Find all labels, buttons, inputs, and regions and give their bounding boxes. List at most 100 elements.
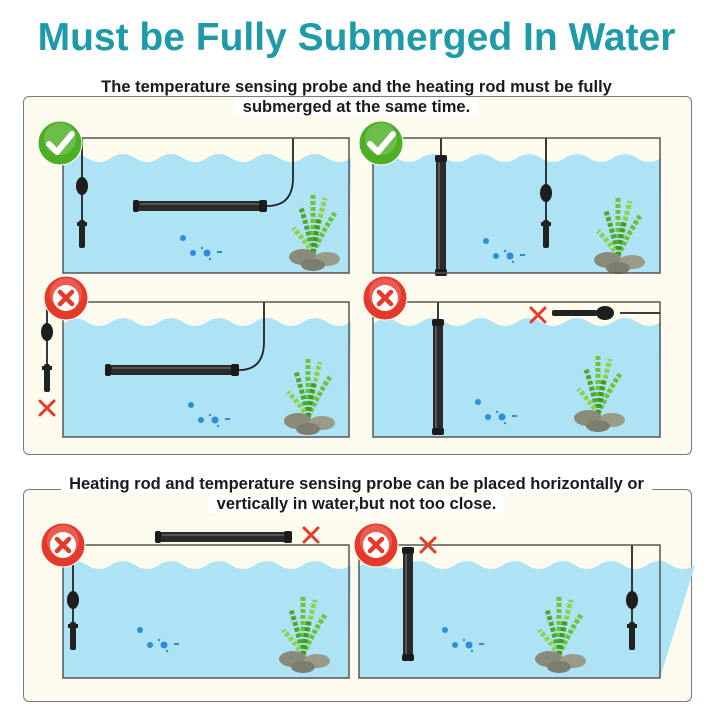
tank-graphic [293,371,311,418]
heating-rod-vertical [402,547,414,661]
tank-graphic [436,158,446,273]
caption-line-1: Heating rod and temperature sensing prob… [61,475,652,493]
tank-graphic [629,622,635,650]
tank-graphic [133,200,139,212]
tank-graphic [583,368,601,415]
caption-line-1: The temperature sensing probe and the he… [93,78,620,96]
tank-graphic [225,418,230,420]
tank-graphic [372,137,661,276]
tank-graphic [405,554,407,654]
temperature-probe [626,545,638,650]
tank-graphic [595,372,623,416]
tank-graphic [403,550,413,658]
water [373,318,661,437]
tank-graphic [358,544,661,679]
bubbles [475,399,517,425]
caption-row-2: vertically in water,but not too close. [0,494,713,514]
tank-graphic [62,137,350,274]
tank-graphic [541,222,551,226]
aquarium-plant [279,595,330,673]
bubbles [137,627,179,653]
x-circle-icon [362,275,408,321]
tank-graphic [305,381,317,418]
heating-rod-horizontal [155,531,292,543]
tank-graphic [79,220,85,248]
tank-graphic [310,211,338,255]
tank-graphic [556,613,584,657]
aquarium-tank [358,544,695,679]
heater-above-water [153,529,295,545]
tank-graphic [556,619,568,656]
x-circle-icon [353,522,399,568]
tank-graphic [543,220,549,248]
tank-graphic [520,254,525,256]
tank-graphic [105,364,111,376]
x-mark-icon [529,306,547,324]
tank-graphic [62,301,350,438]
tank-graphic [627,624,637,628]
caption-submerged: The temperature sensing probe and the he… [0,77,713,117]
temperature-probe [41,300,53,392]
tank-graphic [259,200,267,212]
aquarium-tank [62,137,351,274]
tank-graphic [433,322,443,432]
tank-graphic [615,214,643,258]
x-circle-icon [40,522,86,568]
tank-graphic [108,365,235,375]
heating-rod-horizontal [105,364,239,376]
tank-graphic [603,210,621,257]
tank-graphic [479,643,484,645]
tank-graphic [402,547,414,554]
probe-on-surface [548,304,662,322]
tank-graphic [544,609,562,656]
x-mark-icon [302,526,320,544]
tank-graphic [305,375,333,419]
water [63,318,351,437]
water [63,154,351,273]
check-circle-icon [37,120,83,166]
bubbles [483,238,525,264]
temperature-probe [76,138,88,248]
heating-rod-horizontal [133,200,267,212]
tank-graphic [432,428,444,435]
tank-graphic [266,138,294,207]
aquarium-tank [372,137,661,276]
x-mark-icon [38,399,56,417]
x-mark-icon [419,536,437,554]
tank-graphic [288,609,306,656]
tank-graphic [68,624,78,628]
water [359,561,695,678]
caption-line-2: vertically in water,but not too close. [208,495,505,513]
aquarium-plant [289,193,340,271]
tank-graphic [174,643,179,645]
tank-graphic [62,137,351,274]
caption-line-2: submerged at the same time. [234,98,479,116]
caption-row-1: Heating rod and temperature sensing prob… [0,474,713,494]
aquarium-tank [62,544,351,679]
aquarium-plant [574,354,625,432]
tank-graphic [615,220,627,257]
tank-graphic [62,301,351,438]
tank-graphic [595,378,607,415]
tank-graphic [372,301,661,438]
heating-rod-vertical [435,155,447,276]
tank-graphic [70,622,76,650]
bubbles [442,627,484,653]
probe-outside-water [37,300,57,394]
tank-graphic [402,654,414,661]
check-circle-icon [358,120,404,166]
tank-graphic [77,222,87,226]
aquarium-plant [284,357,335,435]
tank-graphic [136,201,263,211]
tank-graphic [238,302,265,371]
tank-graphic [112,367,231,369]
caption-distance: Heating rod and temperature sensing prob… [0,474,713,514]
tank-graphic [217,251,222,253]
bubbles [188,402,230,428]
water [63,561,351,678]
tank-graphic [512,415,517,417]
tank-graphic [372,301,661,438]
tank-graphic [310,217,322,254]
bubbles [180,235,222,261]
